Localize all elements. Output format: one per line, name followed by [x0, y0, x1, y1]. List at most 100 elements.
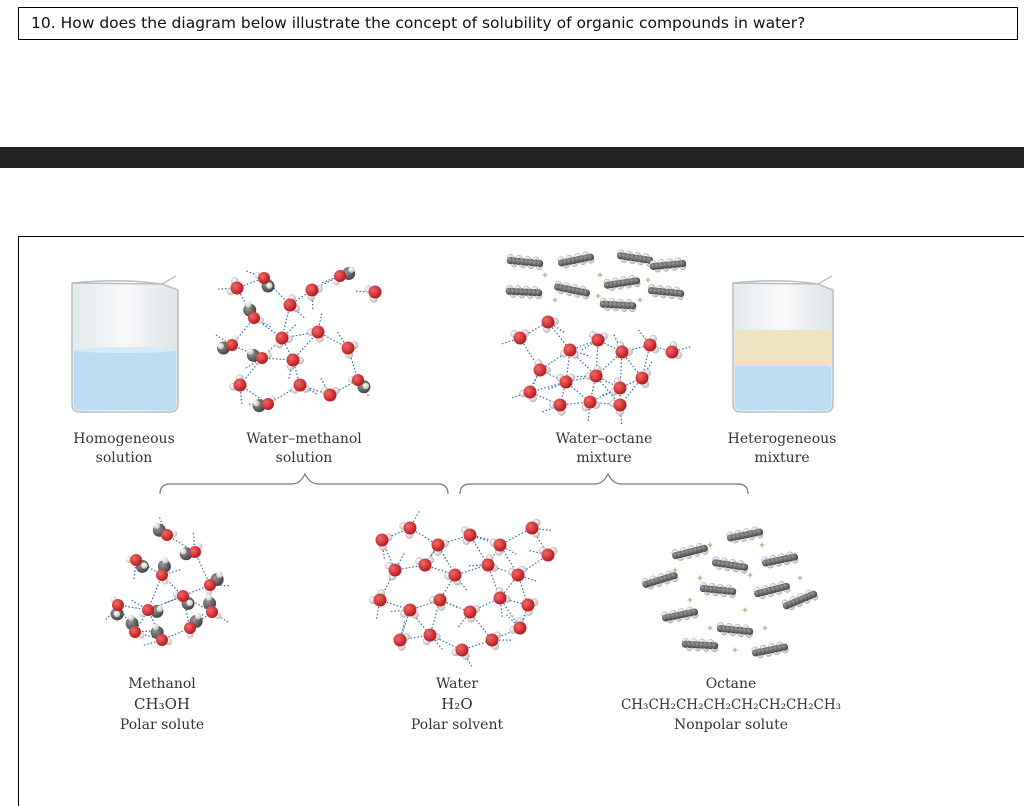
dispersion-mark [542, 272, 548, 278]
label-octane-name: Octane [706, 676, 757, 692]
oxygen-atom [514, 332, 527, 345]
oxygen-atom [616, 346, 629, 359]
dispersion-mark [762, 625, 768, 631]
oxygen-atom [130, 554, 142, 566]
hydrogen-atom [180, 548, 186, 554]
oxygen-atom [404, 522, 417, 535]
oxygen-atom [614, 399, 627, 412]
oxygen-atom [419, 559, 432, 572]
label-water-name: Water [436, 676, 478, 692]
hydrogen-atom [152, 624, 158, 630]
carbon-atom [746, 628, 753, 635]
carbon-atom [781, 643, 788, 650]
oxygen-atom [644, 339, 657, 352]
oxygen-atom [287, 354, 300, 367]
bracket-right [460, 474, 748, 494]
oxygen-atom [434, 594, 447, 607]
oxygen-atom [666, 346, 679, 359]
oxygen-atom [258, 272, 270, 284]
hydrogen-atom [363, 383, 369, 389]
oxygen-atom [226, 339, 238, 351]
oxygen-atom [184, 622, 196, 634]
oxygen-atom [449, 569, 462, 582]
label-homogeneous-line1: Homogeneous [73, 431, 175, 447]
oxygen-atom [560, 376, 573, 389]
carbon-atom [535, 289, 542, 296]
oxygen-atom [312, 326, 325, 339]
oxygen-atom [514, 622, 527, 635]
hydrogen-atom [187, 600, 193, 606]
oxygen-atom [352, 374, 364, 386]
dispersion-mark [597, 272, 603, 278]
oxygen-atom [394, 634, 407, 647]
carbon-atom [633, 277, 640, 284]
hydrogen-atom [162, 557, 168, 563]
oxygen-atom [584, 396, 597, 409]
oxygen-atom [432, 539, 445, 552]
oxygen-atom [156, 569, 168, 581]
carbon-atom [670, 572, 677, 579]
dispersion-mark [672, 567, 678, 573]
oxygen-atom [189, 546, 201, 558]
hydrogen-atom [157, 606, 163, 612]
oxygen-atom [542, 549, 555, 562]
oxygen-atom [234, 379, 247, 392]
oxygen-atom [522, 599, 535, 612]
label-octane-formula: CH₃CH₂CH₂CH₂CH₂CH₂CH₂CH₃ [621, 697, 841, 713]
label-water-methanol-line2: solution [276, 450, 333, 466]
oxygen-atom [342, 342, 355, 355]
oxygen-atom [486, 634, 499, 647]
oxygen-atom [524, 386, 537, 399]
label-methanol-name: Methanol [128, 676, 196, 692]
label-water-octane-line2: mixture [576, 450, 631, 466]
oxygen-atom [376, 534, 389, 547]
hydrogen-atom [217, 343, 223, 349]
oxygen-atom [464, 606, 477, 619]
dispersion-mark [697, 575, 703, 581]
oxygen-atom [334, 270, 346, 282]
label-homogeneous-line2: solution [96, 450, 153, 466]
dispersion-mark [797, 575, 803, 581]
oxygen-atom [294, 379, 307, 392]
hydrogen-atom [195, 613, 201, 619]
oxygen-atom [206, 606, 218, 618]
oxygen-atom [177, 590, 189, 602]
oxygen-atom [494, 592, 507, 605]
dispersion-mark [747, 572, 753, 578]
oxygen-atom [389, 564, 402, 577]
dispersion-mark [595, 293, 601, 299]
carbon-atom [741, 564, 748, 571]
oxygen-atom [592, 334, 605, 347]
oxygen-atom [526, 522, 539, 535]
hydrogen-atom [245, 301, 251, 307]
oxygen-atom [554, 399, 567, 412]
carbon-atom [810, 591, 817, 598]
dispersion-mark [707, 542, 713, 548]
oxygen-atom [142, 604, 154, 616]
label-heterogeneous-line2: mixture [754, 450, 809, 466]
oxygen-atom [248, 312, 260, 324]
oxygen-atom [276, 332, 289, 345]
hydrogen-atom [114, 611, 120, 617]
oxygen-atom [404, 604, 417, 617]
hydrogen-atom [141, 562, 147, 568]
label-water-role: Polar solvent [411, 717, 504, 733]
carbon-atom [711, 642, 718, 649]
dispersion-mark [637, 297, 643, 303]
oxygen-atom [482, 559, 495, 572]
label-water-formula: H₂O [441, 695, 472, 713]
oxygen-atom [464, 529, 477, 542]
oxygen-atom [534, 364, 547, 377]
oxygen-atom [374, 594, 387, 607]
beaker-homogeneous [72, 276, 178, 412]
hydrogen-atom [206, 594, 212, 600]
oxygen-atom [324, 389, 337, 402]
hydrogen-atom [216, 571, 222, 577]
dispersion-mark [687, 597, 693, 603]
oxygen-atom [424, 629, 437, 642]
hydrogen-atom [348, 266, 354, 272]
dispersion-mark [759, 542, 765, 548]
dispersion-mark [707, 625, 713, 631]
carbon-atom [583, 289, 590, 296]
